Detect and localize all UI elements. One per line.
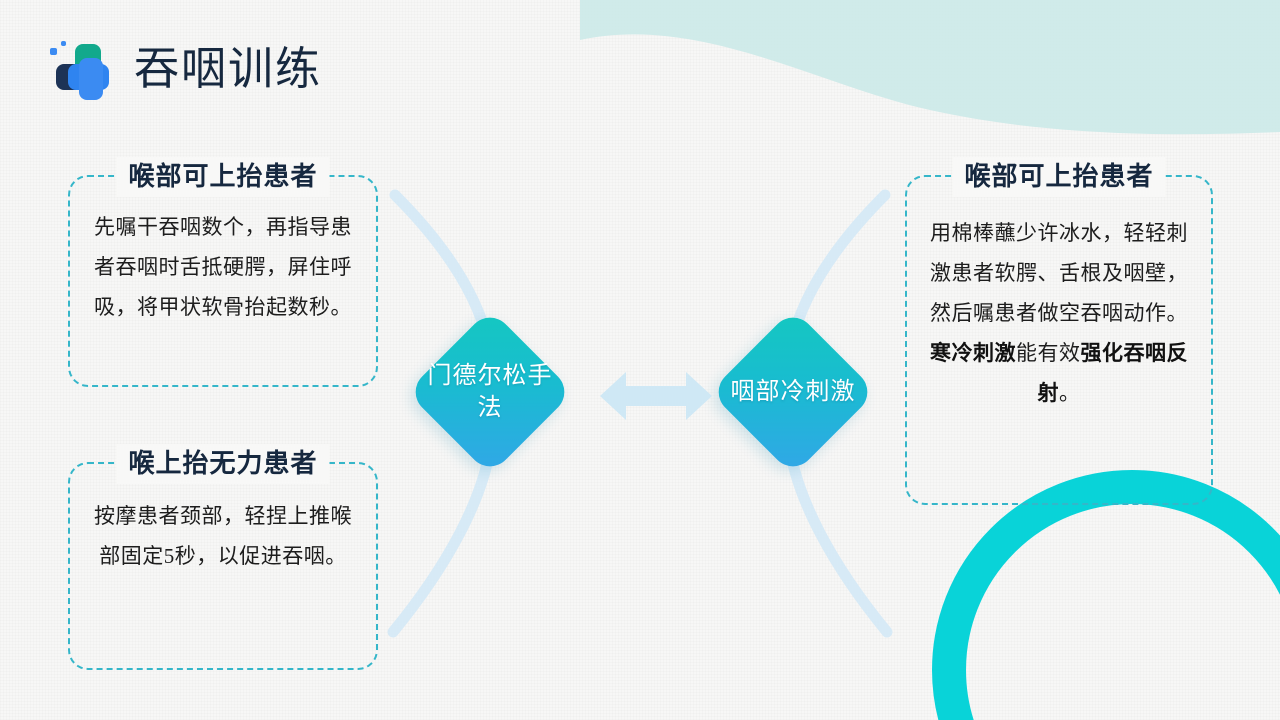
diamond-right-label: 咽部冷刺激	[730, 379, 856, 405]
logo-dot-small-1	[50, 48, 57, 55]
card-right-body-segment-3: 。	[1059, 381, 1081, 405]
card-left-bottom: 喉上抬无力患者 按摩患者颈部，轻捏上推喉部固定5秒，以促进吞咽。	[68, 444, 378, 670]
page-title: 吞咽训练	[134, 43, 323, 94]
card-left-bottom-body: 按摩患者颈部，轻捏上推喉部固定5秒，以促进吞咽。	[94, 504, 352, 568]
card-left-top-title: 喉部可上抬患者	[116, 157, 330, 197]
card-left-bottom-title: 喉上抬无力患者	[116, 444, 330, 484]
card-left-top: 喉部可上抬患者 先嘱干吞咽数个，再指导患者吞咽时舌抵硬腭，屏住呼吸，将甲状软骨抬…	[68, 157, 378, 387]
double-headed-arrow-icon	[600, 372, 712, 420]
card-left-top-body: 先嘱干吞咽数个，再指导患者吞咽时舌抵硬腭，屏住呼吸，将甲状软骨抬起数秒。	[94, 215, 352, 319]
card-right-body-bold-1: 寒冷刺激	[930, 341, 1016, 365]
medical-cross-logo-icon	[46, 38, 112, 100]
card-right-top-body: 用棉棒蘸少许冰水，轻轻刺激患者软腭、舌根及咽壁，然后嘱患者做空吞咽动作。 寒冷刺…	[907, 177, 1211, 413]
diamond-left-label: 门德尔松手法	[427, 363, 553, 421]
header: 吞咽训练	[46, 38, 322, 100]
card-right-top: 喉部可上抬患者 用棉棒蘸少许冰水，轻轻刺激患者软腭、舌根及咽壁，然后嘱患者做空吞…	[905, 157, 1213, 505]
card-right-body-segment-1: 用棉棒蘸少许冰水，轻轻刺激患者软腭、舌根及咽壁，然后嘱患者做空吞咽动作。	[930, 221, 1188, 325]
logo-dot-small-2	[61, 41, 66, 46]
card-right-top-title: 喉部可上抬患者	[952, 157, 1166, 197]
logo-blue-bar-vertical	[79, 58, 103, 100]
card-right-body-segment-2: 能有效	[1016, 341, 1081, 365]
card-right-body-bold-2: 强化吞咽反射	[1037, 341, 1188, 405]
